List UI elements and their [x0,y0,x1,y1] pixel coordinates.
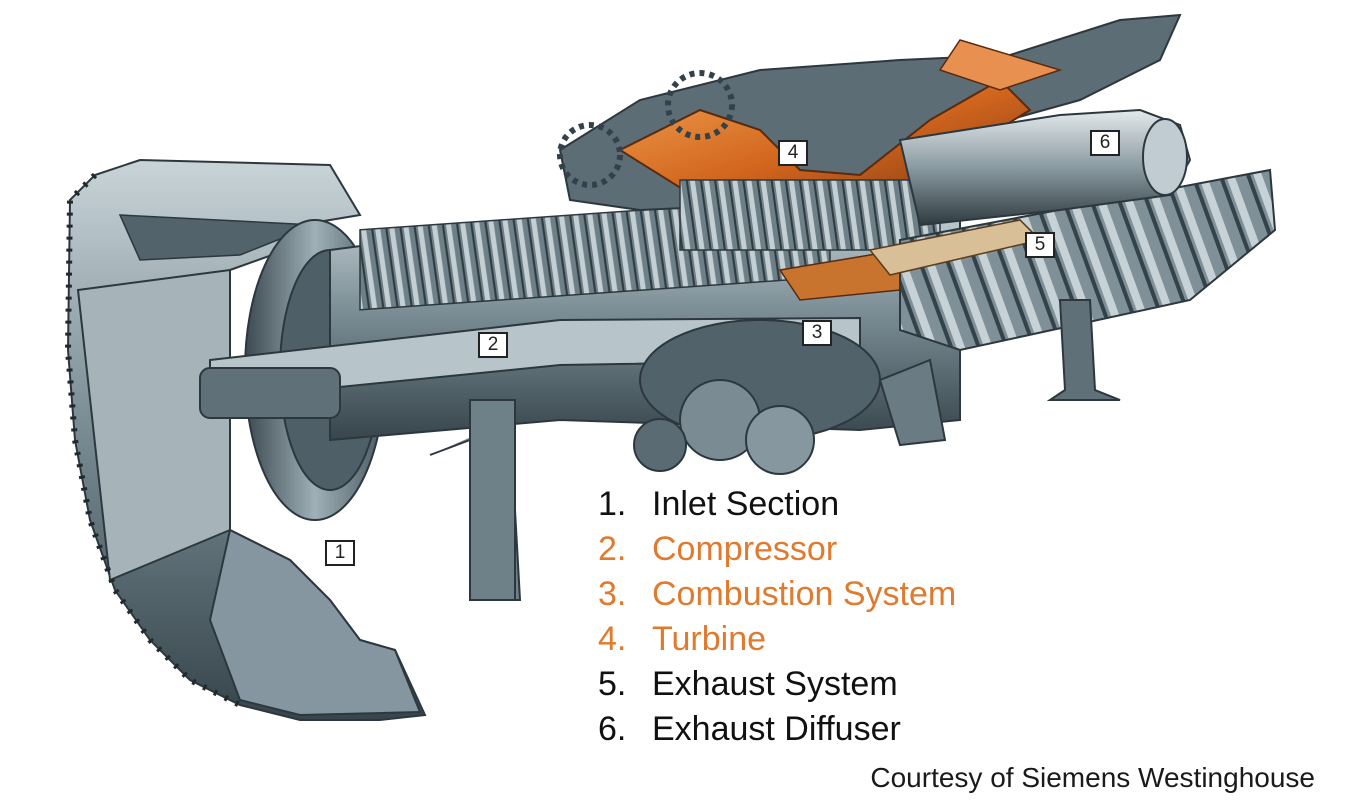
combustion-system [633,249,901,475]
legend-item-compressor: 2. Compressor [598,527,956,572]
callout-5: 5 [1025,232,1055,258]
callout-4: 4 [778,140,808,166]
legend-label: Compressor [652,530,838,568]
legend-label: Exhaust System [652,665,898,703]
legend-item-combustion-system: 3. Combustion System [598,572,956,617]
legend-item-turbine: 4. Turbine [598,617,956,662]
legend-item-exhaust-diffuser: 6. Exhaust Diffuser [598,707,956,752]
callout-2: 2 [478,332,508,358]
legend-label: Combustion System [652,575,957,613]
turbine-section [557,13,1182,251]
callout-6: 6 [1090,130,1120,156]
legend-item-exhaust-system: 5. Exhaust System [598,662,956,707]
legend-number: 1. [598,485,627,523]
image-credit: Courtesy of Siemens Westinghouse [870,762,1315,793]
legend-number: 4. [598,620,627,658]
legend-item-inlet-section: 1. Inlet Section [598,482,956,527]
legend-label: Exhaust Diffuser [652,710,901,748]
legend-number: 2. [598,530,627,568]
legend-label: Turbine [652,620,767,658]
exhaust-system [868,168,1277,447]
legend-number: 5. [598,665,627,703]
legend-number: 6. [598,710,627,748]
callout-1: 1 [325,540,355,566]
callout-3: 3 [802,320,832,346]
legend-label: Inlet Section [652,485,840,523]
legend-list: 1. Inlet Section 2. Compressor 3. Combustio… [598,482,956,752]
legend-number: 3. [598,575,627,613]
